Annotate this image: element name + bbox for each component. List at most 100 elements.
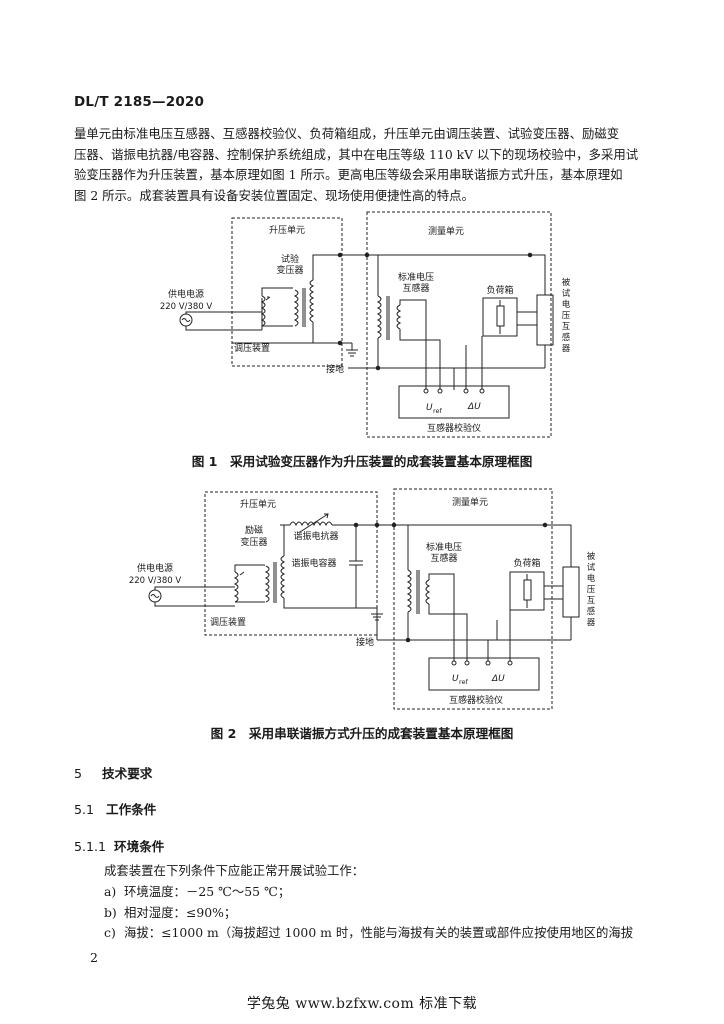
regulator-label: 调压装置 [210, 616, 246, 628]
regulator-label: 调压装置 [234, 342, 270, 354]
transformer-secondary-icon [309, 279, 315, 323]
section-title: 技术要求 [102, 766, 153, 781]
boost-unit-box [204, 491, 378, 636]
std-vt-label: 互感器 [430, 552, 457, 564]
dut-label-char: 试 [587, 562, 596, 573]
excitation-transformer-label: 励磁 [245, 524, 263, 536]
watermark-footer: 学兔兔 www.bzfxw.com 标准下载 [246, 996, 478, 1012]
uref-label: U [452, 674, 459, 684]
delta-u-label: ΔU [491, 674, 505, 684]
dut-label-char: 互 [562, 322, 571, 332]
dut-label-char: 压 [562, 311, 571, 321]
conditions-intro: 成套装置在下列条件下应能正常开展试验工作： [104, 863, 365, 878]
text-line: 图 2 所示。成套装置具有设备安装位置固定、现场使用便捷性高的特点。 [74, 187, 474, 203]
dut-label-char: 器 [587, 618, 596, 628]
figure-2-schematic: 升压单元 测量单元 励磁 变压器 谐振电抗器 谐振电容器 供电电源 220 V/… [129, 488, 596, 710]
boost-unit-label: 升压单元 [240, 498, 276, 510]
test-transformer-label: 变压器 [276, 264, 303, 276]
excitation-secondary-icon [280, 555, 286, 599]
ground-symbol-icon [340, 342, 358, 357]
dut-label-char: 压 [587, 585, 596, 595]
list-marker: b) [104, 904, 117, 920]
section-number: 5.1 [74, 802, 95, 817]
dut-label-char: 互 [587, 596, 596, 606]
conditions-list: a) 环境温度：－25 ℃～55 ℃； b) 相对湿度：≤90%； c) 海拔：≤10… [104, 882, 633, 944]
reactor-coil-icon [289, 521, 333, 527]
ground-label: 接地 [356, 636, 374, 648]
power-supply-label: 供电电源 [137, 562, 173, 574]
list-item: c) 海拔：≤1000 m（海拔超过 1000 m 时，性能与海拔有关的装置或部件… [104, 923, 633, 944]
measure-unit-label: 测量单元 [452, 496, 488, 508]
section-5-heading: 5 技术要求 [74, 763, 152, 782]
section-title: 环境条件 [114, 839, 165, 854]
section-number: 5.1.1 [74, 839, 107, 854]
delta-u-label: ΔU [467, 402, 481, 412]
std-vt-label: 互感器 [402, 282, 429, 294]
resistor-icon [496, 305, 505, 327]
dut-label-char: 电 [562, 299, 571, 310]
measure-unit-box [366, 211, 552, 438]
std-vt-label: 标准电压 [398, 271, 434, 283]
dut-label-char: 试 [562, 288, 571, 299]
page-number: 2 [90, 950, 98, 965]
dut-label-char: 电 [587, 573, 596, 584]
std-vt-secondary-icon [425, 579, 431, 605]
calibrator-label: 互感器校验仪 [449, 694, 503, 706]
list-marker: a) [104, 884, 117, 899]
resonant-reactor-label: 谐振电抗器 [293, 530, 338, 542]
resistor-icon [523, 579, 532, 601]
std-vt-primary-icon [406, 569, 412, 613]
boost-unit-label: 升压单元 [269, 224, 305, 236]
resonant-capacitor-label: 谐振电容器 [291, 557, 336, 569]
uref-label: U [426, 403, 433, 413]
text-line: 验变压器作为升压装置，基本原理如图 1 所示。更高电压等级会采用串联谐振方式升压… [74, 167, 623, 182]
list-text: 海拔：≤1000 m（海拔超过 1000 m 时，性能与海拔有关的装置或部件应按… [124, 925, 634, 940]
figure-1-schematic: 升压单元 测量单元 试验 变压器 供电电源 220 V/380 V 调压装置 标… [160, 211, 571, 438]
test-transformer-label: 试验 [281, 253, 299, 265]
dut-transformer-box [562, 566, 580, 618]
dut-label-char: 感 [562, 332, 571, 343]
list-marker: c) [104, 925, 116, 940]
excitation-primary-icon [264, 565, 270, 603]
transformer-primary-icon [293, 289, 299, 327]
calibrator-box [398, 385, 510, 419]
figure-1-caption: 图 1 采用试验变压器作为升压装置的成套装置基本原理框图 [191, 454, 533, 469]
burden-box [509, 571, 545, 611]
variac-coil-icon [233, 571, 239, 603]
section-5-1-heading: 5.1 工作条件 [74, 799, 156, 818]
measure-unit-box [393, 488, 553, 710]
boost-unit-box [231, 217, 343, 367]
dut-label-char: 器 [562, 344, 571, 354]
standard-code-header: DL/T 2185—2020 [74, 94, 205, 110]
list-text: 环境温度：－25 ℃～55 ℃； [124, 884, 291, 899]
list-item: a) 环境温度：－25 ℃～55 ℃； [104, 882, 633, 903]
power-supply-voltage: 220 V/380 V [129, 576, 182, 586]
list-text: 相对湿度：≤90%； [124, 904, 237, 920]
section-number: 5 [74, 766, 83, 781]
power-supply-voltage: 220 V/380 V [160, 302, 213, 312]
capacitor-icon [349, 525, 363, 608]
calibrator-box [428, 657, 540, 691]
section-title: 工作条件 [106, 802, 157, 817]
burden-box-label: 负荷箱 [486, 284, 513, 296]
intro-paragraph: 量单元由标准电压互感器、互感器校验仪、负荷箱组成，升压单元由调压装置、试验变压器… [74, 124, 658, 206]
power-supply-label: 供电电源 [168, 288, 204, 300]
burden-box [482, 297, 518, 337]
calibrator-label: 互感器校验仪 [427, 422, 481, 434]
section-5-1-1-heading: 5.1.1 环境条件 [74, 836, 164, 855]
dut-label-char: 被 [587, 551, 596, 562]
variac-coil-icon [260, 295, 266, 327]
std-vt-label: 标准电压 [426, 541, 462, 553]
text-line: 量单元由标准电压互感器、互感器校验仪、负荷箱组成，升压单元由调压装置、试验变压器… [74, 126, 620, 141]
uref-subscript: ref [459, 678, 469, 686]
list-item: b) 相对湿度：≤90%； [104, 903, 633, 924]
dut-label-char: 被 [562, 277, 571, 288]
excitation-transformer-label: 变压器 [240, 536, 267, 548]
uref-subscript: ref [433, 407, 443, 415]
std-vt-primary-icon [376, 295, 382, 339]
measure-unit-label: 测量单元 [428, 225, 464, 237]
figure-2-caption: 图 2 采用串联谐振方式升压的成套装置基本原理框图 [210, 726, 514, 741]
text-line: 压器、谐振电抗器/电容器、控制保护系统组成，其中在电压等级 110 kV 以下的… [74, 146, 639, 162]
ground-label: 接地 [326, 363, 344, 375]
dut-label-char: 感 [587, 606, 596, 617]
